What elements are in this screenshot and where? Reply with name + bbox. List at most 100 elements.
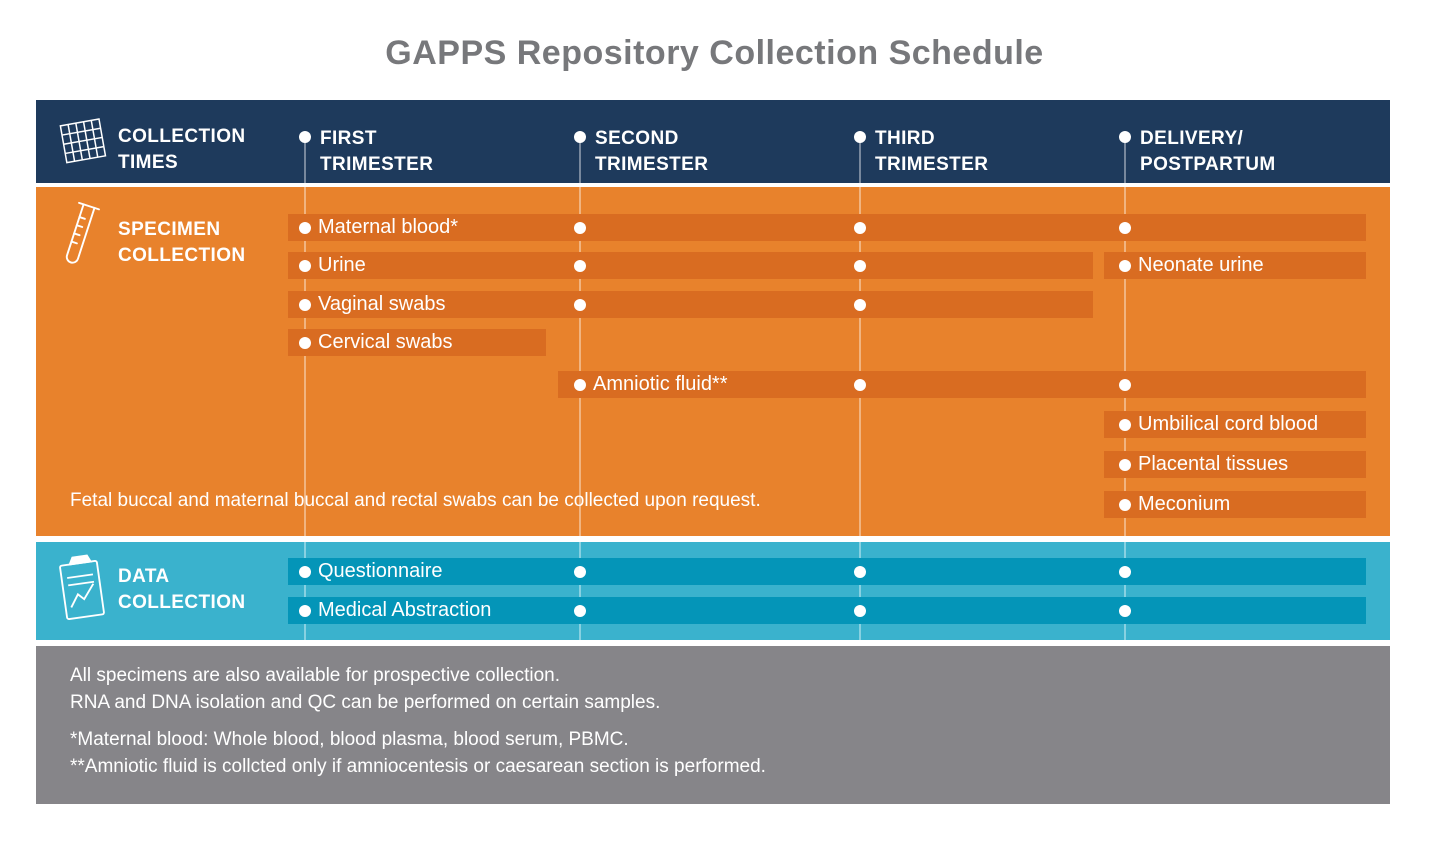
footer-line-1: All specimens are also available for pro… bbox=[70, 665, 561, 686]
specimen-collection-label: SPECIMEN COLLECTION bbox=[118, 217, 246, 269]
timeline-dot bbox=[299, 259, 311, 272]
bar-label-questionnaire: Questionnaire bbox=[318, 560, 443, 582]
bar-label-umbilical-cord-blood: Umbilical cord blood bbox=[1138, 413, 1319, 435]
timeline-dot bbox=[299, 565, 311, 578]
header-bar: COLLECTION TIMES FIRST TRIMESTER SECOND TRI… bbox=[36, 100, 1390, 183]
column-header-line1: THIRD bbox=[875, 128, 936, 149]
column-header-2: SECOND TRIMESTER bbox=[595, 126, 708, 178]
bar-label-cervical-swabs: Cervical swabs bbox=[318, 331, 453, 353]
data-collection-line1: DATA bbox=[118, 566, 170, 587]
bar-urine: Urine bbox=[288, 252, 1093, 279]
footer-gap bbox=[70, 716, 766, 726]
column-header-line1: FIRST bbox=[320, 128, 377, 149]
timeline-dot bbox=[574, 298, 586, 311]
timeline-dot bbox=[1119, 604, 1131, 617]
column-line bbox=[1124, 187, 1126, 536]
timeline-dot bbox=[1119, 221, 1131, 234]
bar-label-urine: Urine bbox=[318, 254, 366, 276]
bar-label-neonate-urine: Neonate urine bbox=[1138, 254, 1264, 276]
timeline-dot bbox=[1119, 498, 1131, 511]
bar-cervical-swabs: Cervical swabs bbox=[288, 329, 546, 356]
timeline-dot bbox=[574, 221, 586, 234]
timeline-dot bbox=[854, 604, 866, 617]
column-dot bbox=[1119, 131, 1131, 143]
specimen-note: Fetal buccal and maternal buccal and rec… bbox=[70, 490, 761, 511]
column-line bbox=[859, 140, 861, 183]
column-line bbox=[579, 187, 581, 536]
column-line bbox=[579, 542, 581, 640]
timeline-dot bbox=[854, 378, 866, 391]
timeline-dot bbox=[1119, 565, 1131, 578]
column-line bbox=[304, 542, 306, 640]
collection-times-line2: TIMES bbox=[118, 152, 179, 173]
footer-line-2: RNA and DNA isolation and QC can be perf… bbox=[70, 692, 661, 713]
column-line bbox=[1124, 542, 1126, 640]
column-header-line2: TRIMESTER bbox=[320, 154, 434, 175]
column-header-1: FIRST TRIMESTER bbox=[320, 126, 433, 178]
bar-neonate-urine: Neonate urine bbox=[1104, 252, 1366, 279]
timeline-dot bbox=[299, 604, 311, 617]
column-header-line2: TRIMESTER bbox=[875, 154, 989, 175]
column-line bbox=[859, 542, 861, 640]
bar-umbilical-cord-blood: Umbilical cord blood bbox=[1104, 411, 1366, 438]
column-header-line1: DELIVERY/ bbox=[1140, 128, 1244, 149]
calendar-grid-icon bbox=[54, 110, 110, 177]
footer-line-3: *Maternal blood: Whole blood, blood plas… bbox=[70, 729, 629, 750]
bar-label-meconium: Meconium bbox=[1138, 493, 1231, 515]
column-header-line2: TRIMESTER bbox=[595, 154, 709, 175]
timeline-dot bbox=[574, 259, 586, 272]
footer-text: All specimens are also available for pro… bbox=[70, 662, 766, 780]
bar-questionnaire: Questionnaire bbox=[288, 558, 1366, 585]
clipboard-icon bbox=[52, 550, 112, 635]
timeline-dot bbox=[854, 298, 866, 311]
column-dot bbox=[574, 131, 586, 143]
bar-meconium: Meconium bbox=[1104, 491, 1366, 518]
timeline-dot bbox=[1119, 378, 1131, 391]
column-line bbox=[579, 140, 581, 183]
bar-label-maternal-blood: Maternal blood* bbox=[318, 216, 459, 238]
page-title: GAPPS Repository Collection Schedule bbox=[385, 34, 1044, 72]
bar-maternal-blood: Maternal blood* bbox=[288, 214, 1366, 241]
column-header-line2: POSTPARTUM bbox=[1140, 154, 1276, 175]
data-collection-line2: COLLECTION bbox=[118, 592, 246, 613]
timeline-dot bbox=[299, 336, 311, 349]
timeline-dot bbox=[574, 565, 586, 578]
bar-label-medical-abstraction: Medical Abstraction bbox=[318, 599, 492, 621]
bar-amniotic-fluid: Amniotic fluid** bbox=[558, 371, 1366, 398]
footer-line-4: **Amniotic fluid is collcted only if amn… bbox=[70, 756, 766, 777]
column-line bbox=[1124, 140, 1126, 183]
column-dot bbox=[299, 131, 311, 143]
bar-label-vaginal-swabs: Vaginal swabs bbox=[318, 293, 446, 315]
timeline-dot bbox=[854, 565, 866, 578]
collection-times-line1: COLLECTION bbox=[118, 126, 246, 147]
timeline-dot bbox=[1119, 259, 1131, 272]
bar-label-placental-tissues: Placental tissues bbox=[1138, 453, 1289, 475]
test-tube-icon bbox=[54, 195, 104, 284]
timeline-dot bbox=[299, 298, 311, 311]
column-dot bbox=[854, 131, 866, 143]
specimen-collection-line1: SPECIMEN bbox=[118, 219, 221, 240]
timeline-dot bbox=[299, 221, 311, 234]
footer-notes: All specimens are also available for pro… bbox=[36, 646, 1390, 804]
specimen-section: SPECIMEN COLLECTION Fetal buccal and mat… bbox=[36, 187, 1390, 536]
bar-vaginal-swabs: Vaginal swabs bbox=[288, 291, 1093, 318]
column-line bbox=[859, 187, 861, 536]
data-collection-label: DATA COLLECTION bbox=[118, 564, 246, 616]
bar-label-amniotic-fluid: Amniotic fluid** bbox=[593, 373, 728, 395]
timeline-dot bbox=[1119, 418, 1131, 431]
timeline-dot bbox=[574, 604, 586, 617]
column-header-3: THIRD TRIMESTER bbox=[875, 126, 988, 178]
timeline-dot bbox=[574, 378, 586, 391]
timeline-dot bbox=[854, 259, 866, 272]
column-line bbox=[304, 140, 306, 183]
column-header-4: DELIVERY/POSTPARTUM bbox=[1140, 126, 1276, 178]
timeline-dot bbox=[1119, 458, 1131, 471]
specimen-collection-line2: COLLECTION bbox=[118, 245, 246, 266]
timeline-dot bbox=[854, 221, 866, 234]
column-header-line1: SECOND bbox=[595, 128, 679, 149]
bar-placental-tissues: Placental tissues bbox=[1104, 451, 1366, 478]
collection-times-label: COLLECTION TIMES bbox=[118, 124, 246, 176]
bar-medical-abstraction: Medical Abstraction bbox=[288, 597, 1366, 624]
